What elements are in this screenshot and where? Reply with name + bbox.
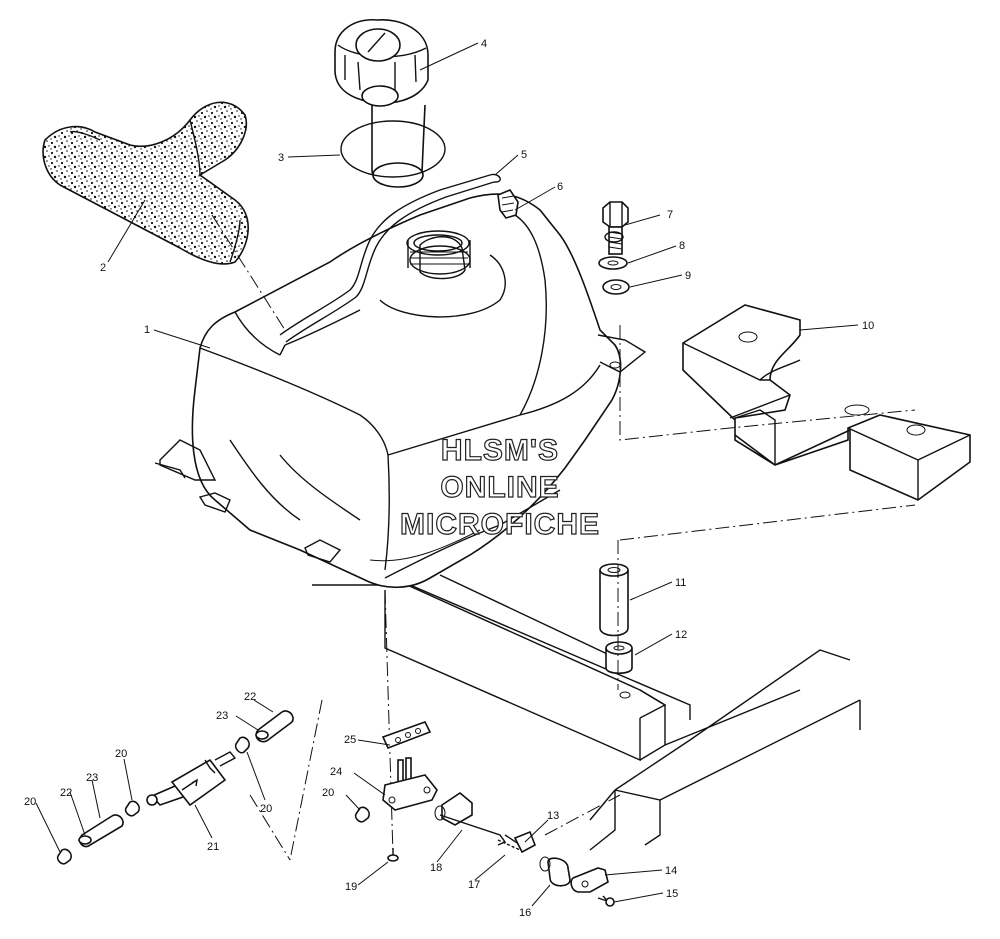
callout-18: 18 xyxy=(430,862,442,874)
mounting-pad xyxy=(682,304,971,501)
callout-23: 23 xyxy=(216,710,228,722)
callout-12: 12 xyxy=(675,629,687,641)
callout-17: 17 xyxy=(468,879,480,891)
callout-7: 7 xyxy=(667,209,673,221)
callout-5: 5 xyxy=(521,149,527,161)
callout-11: 11 xyxy=(675,577,686,589)
callout-3: 3 xyxy=(278,152,284,164)
callout-23: 23 xyxy=(86,772,98,784)
callout-20: 20 xyxy=(115,748,127,760)
callout-22: 22 xyxy=(244,691,256,703)
vent-fitting xyxy=(497,189,519,219)
callout-21: 21 xyxy=(207,841,219,853)
callout-19: 19 xyxy=(345,881,357,893)
callout-8: 8 xyxy=(679,240,685,252)
callout-13: 13 xyxy=(547,810,559,822)
watermark: HLSM'S ONLINE MICROFICHE xyxy=(399,433,600,541)
callout-9: 9 xyxy=(685,270,691,282)
bolt-washers xyxy=(598,201,630,295)
callout-25: 25 xyxy=(344,734,356,746)
callout-16: 16 xyxy=(519,907,531,919)
foam-pad xyxy=(42,101,249,265)
callout-leaders xyxy=(35,42,859,907)
frame-rails xyxy=(312,574,861,851)
callout-20: 20 xyxy=(322,787,334,799)
fuel-filter-hoses xyxy=(56,710,370,865)
watermark-line2: ONLINE xyxy=(440,471,559,504)
callout-15: 15 xyxy=(666,888,678,900)
callout-2: 2 xyxy=(100,262,106,274)
callout-10: 10 xyxy=(862,320,874,332)
callout-1: 1 xyxy=(144,324,150,336)
filler-neck-cap xyxy=(334,19,446,188)
callout-20: 20 xyxy=(260,803,272,815)
callout-6: 6 xyxy=(557,181,563,193)
alignment-lines xyxy=(211,214,916,861)
callout-numbers: 1 2 3 4 5 6 7 8 9 10 11 12 13 14 15 16 1… xyxy=(24,38,874,919)
callout-22: 22 xyxy=(60,787,72,799)
callout-4: 4 xyxy=(481,38,487,50)
callout-20: 20 xyxy=(24,796,36,808)
fuel-valve-assembly xyxy=(381,721,615,907)
watermark-line3: MICROFICHE xyxy=(400,508,600,541)
watermark-line1: HLSM'S xyxy=(441,434,559,467)
spacers xyxy=(599,563,633,675)
fuel-tank xyxy=(154,173,647,589)
callout-14: 14 xyxy=(665,865,677,877)
callout-24: 24 xyxy=(330,766,342,778)
